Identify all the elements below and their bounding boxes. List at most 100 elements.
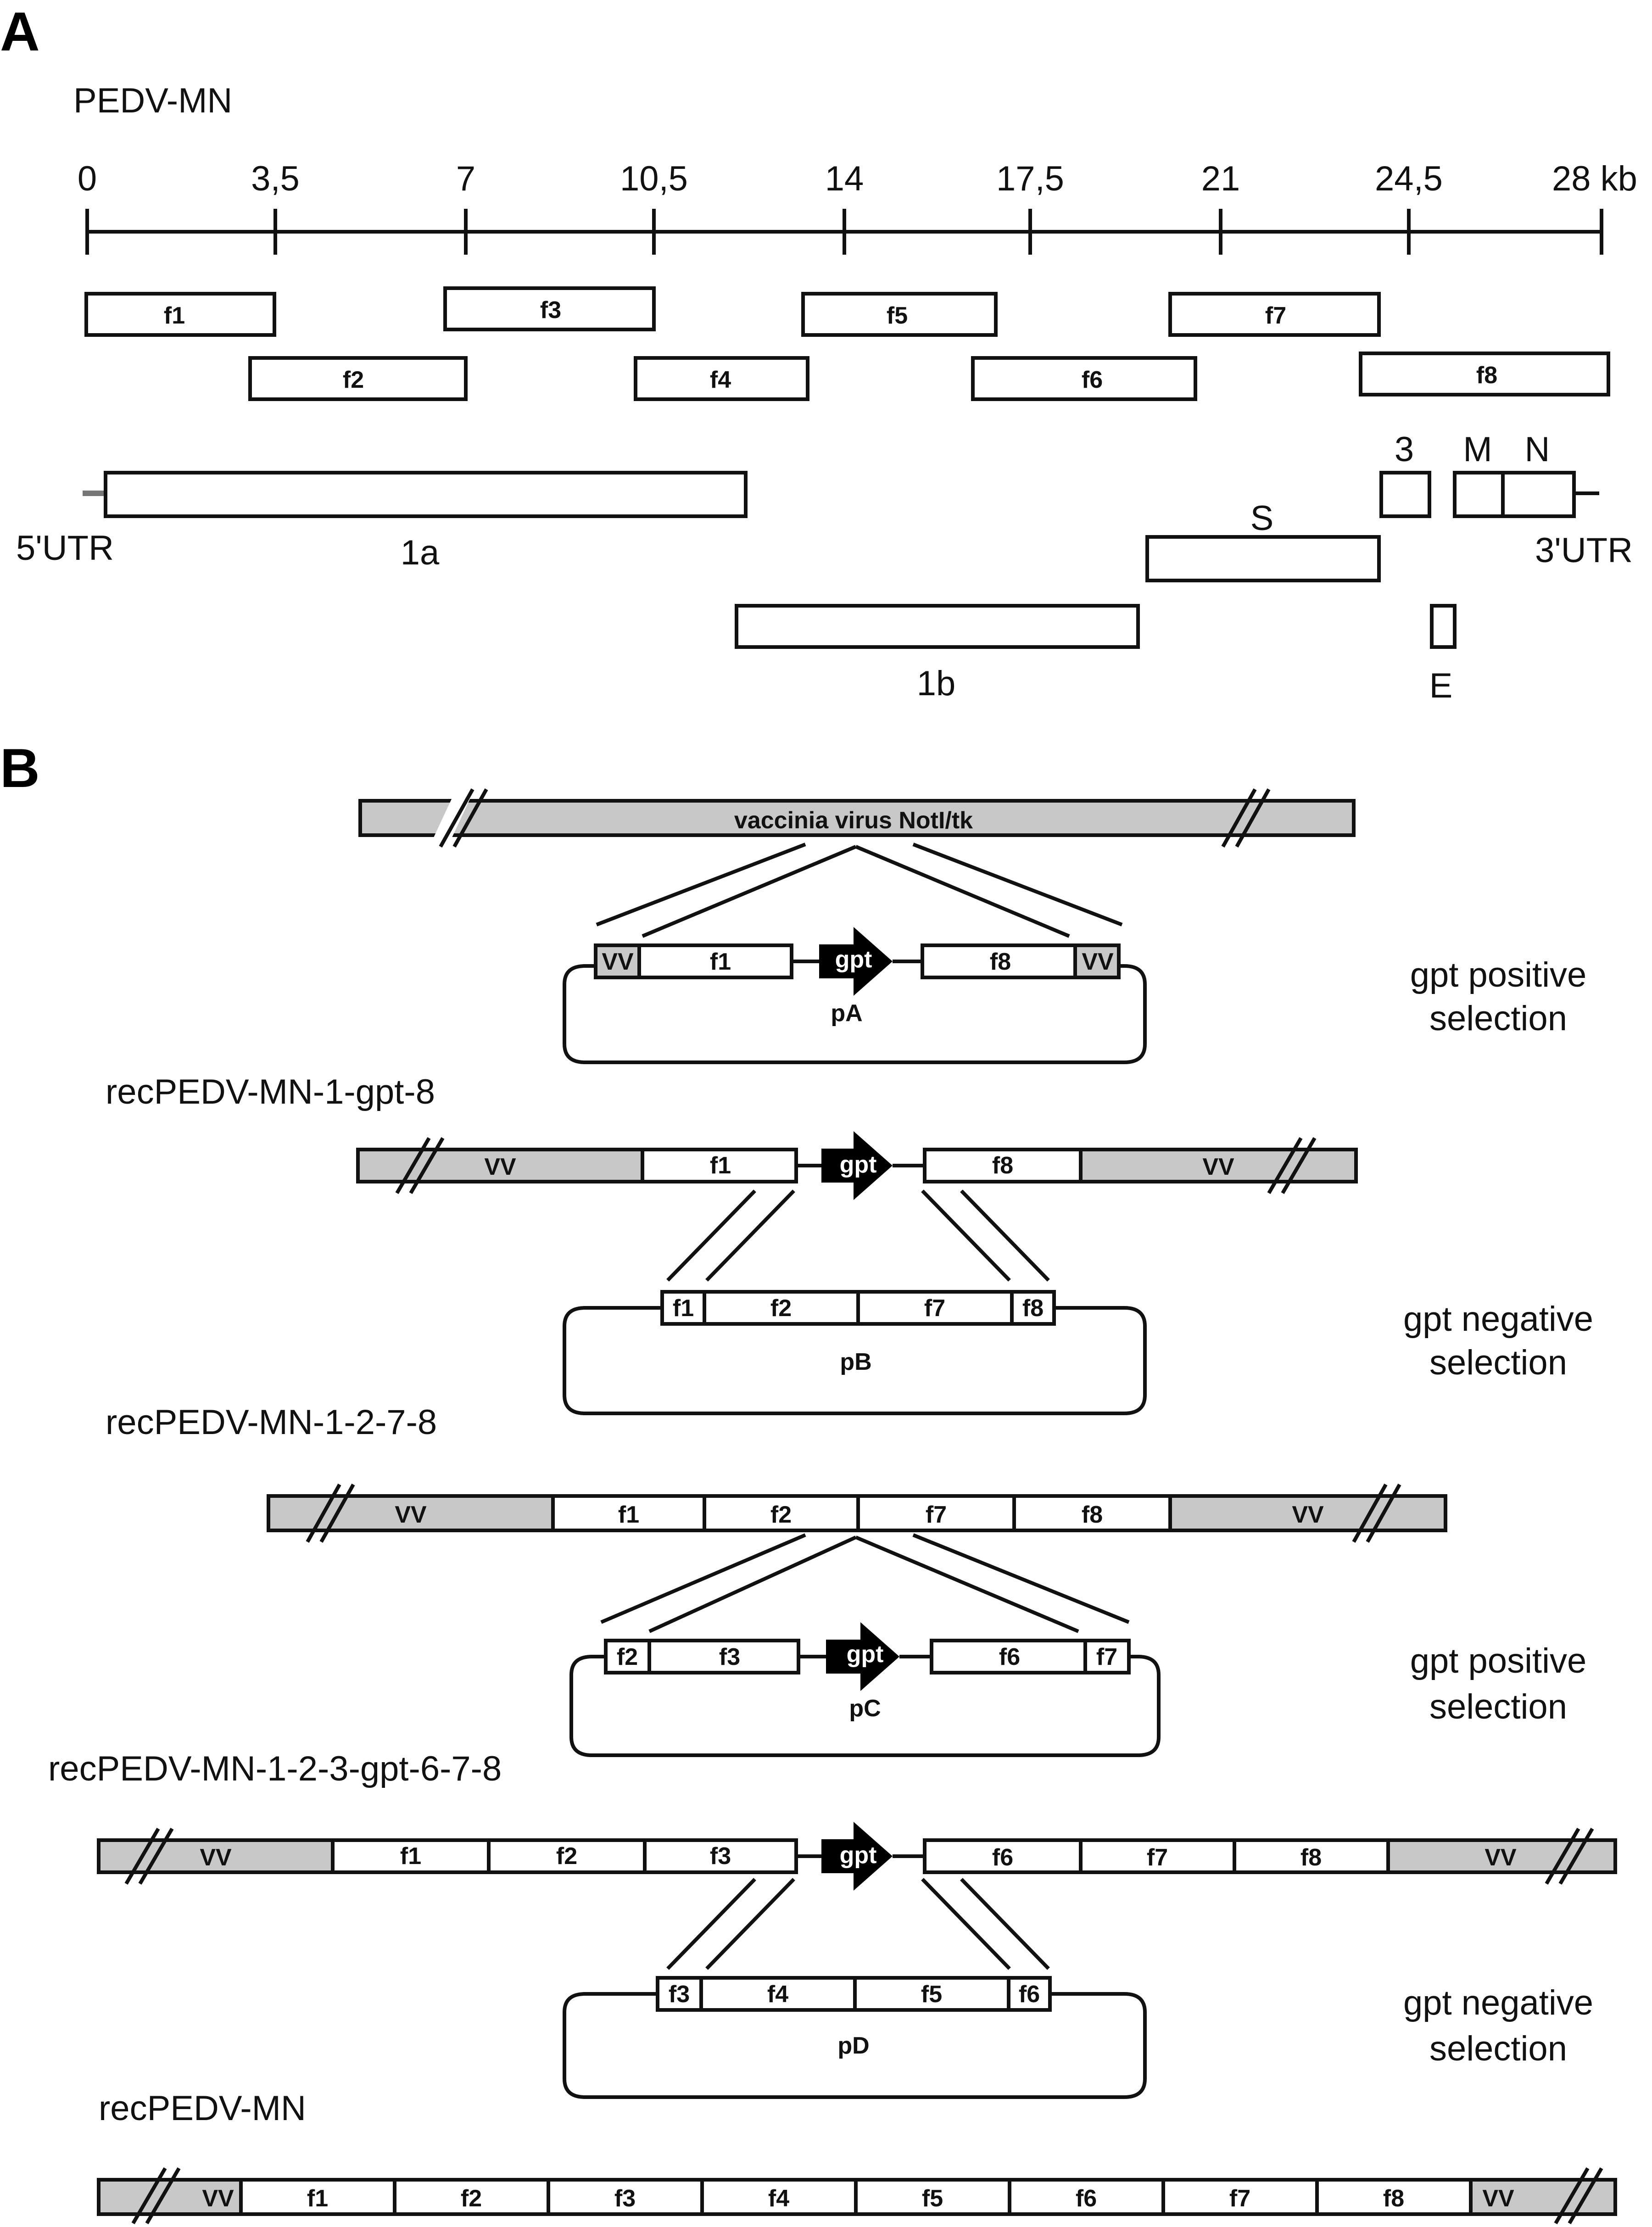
svg-text:f8: f8 [1476, 362, 1497, 389]
fragment-f3: f3 [443, 286, 656, 331]
svg-text:VV: VV [602, 949, 634, 975]
svg-text:f2: f2 [461, 2185, 482, 2212]
recombinant-genome-3: VV f1 f2 f3 gpt f6 f7 f8 VV [97, 1822, 1617, 1891]
selection-label: selection [1429, 999, 1567, 1038]
svg-text:f1: f1 [307, 2185, 328, 2212]
recombinant-name: recPEDV-MN-1-2-7-8 [106, 1403, 437, 1442]
panel-b-label: B [0, 737, 40, 799]
svg-text:f3: f3 [540, 297, 561, 324]
svg-text:f6: f6 [992, 1844, 1013, 1871]
svg-text:f3: f3 [669, 1981, 690, 2008]
svg-text:f2: f2 [343, 367, 364, 393]
selection-label: selection [1429, 2029, 1567, 2068]
svg-text:VV: VV [1485, 1844, 1517, 1871]
svg-text:VV: VV [200, 1844, 232, 1871]
plasmid-pD: f3 f4 f5 f6 pD [563, 1976, 1147, 2099]
tick-label: 17,5 [996, 159, 1064, 198]
recombinant-name: recPEDV-MN-1-2-3-gpt-6-7-8 [48, 1749, 502, 1788]
svg-text:f7: f7 [1265, 302, 1286, 329]
plasmid-name: pC [849, 1695, 881, 1722]
svg-text:gpt: gpt [847, 1641, 884, 1668]
svg-text:f4: f4 [767, 1981, 788, 2008]
fragment-f5: f5 [801, 292, 998, 337]
svg-text:f1: f1 [710, 949, 731, 975]
svg-text:f7: f7 [1229, 2185, 1250, 2212]
plasmid-name: pB [840, 1349, 871, 1375]
svg-text:f2: f2 [770, 1501, 792, 1528]
orf-m-label: M [1463, 430, 1492, 469]
svg-text:f8: f8 [1383, 2185, 1404, 2212]
svg-text:f1: f1 [164, 302, 185, 329]
svg-text:VV: VV [1202, 1154, 1234, 1180]
svg-text:f7: f7 [926, 1501, 947, 1528]
orf-1b-label: 1b [917, 664, 956, 703]
recombinant-genome-final: VV f1 f2 f3 f4 f5 f6 f7 f8 VV [97, 2167, 1617, 2225]
svg-text:f1: f1 [618, 1501, 639, 1528]
recombinant-name: recPEDV-MN-1-gpt-8 [106, 1072, 435, 1111]
fragment-f7: f7 [1168, 292, 1381, 337]
svg-text:f2: f2 [556, 1843, 577, 1870]
tick-label: 0 [78, 159, 97, 198]
orf-m [1453, 471, 1505, 518]
selection-label: gpt positive [1410, 1641, 1586, 1680]
panel-a-title: PEDV-MN [73, 81, 232, 120]
recombinant-genome-2: VV f1 f2 f7 f8 VV [267, 1484, 1447, 1543]
orf-1b [735, 604, 1140, 649]
svg-text:f3: f3 [614, 2185, 636, 2212]
svg-text:f3: f3 [719, 1644, 740, 1670]
plasmid-pB: f1 f2 f7 f8 pB [563, 1290, 1147, 1415]
fragment-f8: f8 [1359, 352, 1610, 396]
svg-text:f8: f8 [1300, 1844, 1322, 1871]
break-mark [432, 788, 488, 848]
selection-label: gpt negative [1403, 1983, 1593, 2022]
svg-text:f5: f5 [887, 302, 908, 329]
orf-n-label: N [1525, 430, 1550, 469]
svg-text:f8: f8 [1082, 1501, 1103, 1528]
orf-e-label: E [1429, 666, 1453, 705]
svg-text:VV: VV [484, 1154, 516, 1180]
orf-1a-label: 1a [401, 533, 440, 572]
svg-text:VV: VV [1292, 1501, 1324, 1528]
orf-3-label: 3 [1395, 430, 1414, 469]
svg-text:f6: f6 [999, 1644, 1020, 1670]
svg-text:f7: f7 [924, 1295, 945, 1322]
recombinant-genome-1: VV f1 gpt f8 VV [356, 1131, 1358, 1200]
svg-text:f6: f6 [1082, 367, 1103, 393]
crossover-lines [666, 1878, 1050, 1970]
plasmid-name: pD [837, 2032, 869, 2059]
selection-label: gpt negative [1403, 1300, 1593, 1339]
svg-text:gpt: gpt [835, 946, 872, 973]
svg-text:VV: VV [1482, 2185, 1514, 2212]
svg-text:f2: f2 [617, 1644, 638, 1670]
recombinant-name: recPEDV-MN [99, 2089, 306, 2128]
vaccinia-genome: vaccinia virus NotI/tk [358, 788, 1356, 848]
svg-text:f8: f8 [1022, 1295, 1044, 1322]
orf-3 [1379, 471, 1431, 518]
utr5-label: 5'UTR [16, 529, 114, 568]
svg-text:VV: VV [202, 2185, 234, 2212]
fragment-f2: f2 [248, 356, 468, 401]
svg-text:f5: f5 [922, 2185, 943, 2212]
utr3-label: 3'UTR [1535, 531, 1633, 570]
kb-scale-axis [85, 209, 1603, 255]
svg-text:f7: f7 [1096, 1644, 1117, 1670]
selection-label: gpt positive [1410, 955, 1586, 994]
tick-label: 14 [825, 159, 864, 198]
orf-s [1145, 535, 1381, 582]
tick-label: 3,5 [251, 159, 300, 198]
svg-text:f1: f1 [400, 1843, 421, 1870]
fragment-f1: f1 [84, 292, 276, 337]
svg-text:f4: f4 [710, 367, 731, 393]
svg-text:f3: f3 [710, 1843, 731, 1870]
crossover-lines [666, 1189, 1050, 1282]
plasmid-pC: f2 f3 gpt f6 f7 pC [569, 1622, 1161, 1757]
vaccinia-label: vaccinia virus NotI/tk [734, 807, 973, 834]
orf-n [1501, 471, 1576, 518]
fragment-f4: f4 [634, 356, 809, 401]
plasmid-name: pA [831, 1000, 862, 1027]
tick-label: 21 [1201, 159, 1240, 198]
crossover-lines [600, 1533, 1130, 1633]
svg-text:f8: f8 [990, 949, 1011, 975]
svg-text:gpt: gpt [840, 1151, 877, 1178]
